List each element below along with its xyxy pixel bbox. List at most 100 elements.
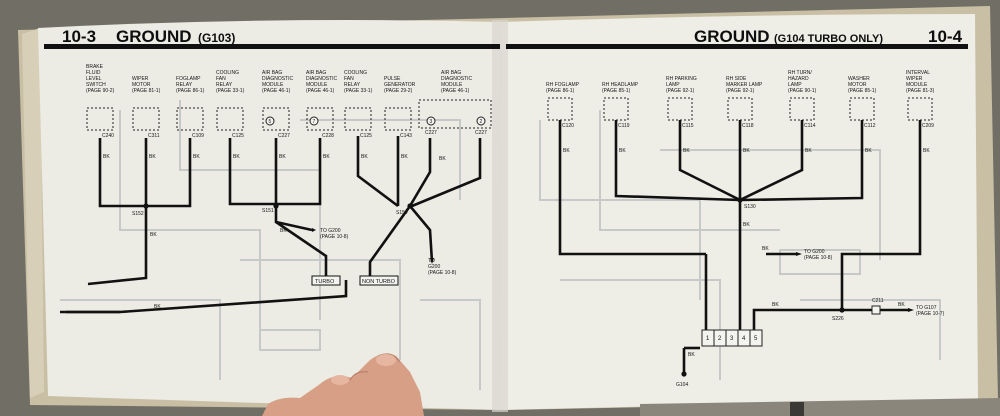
component-box [216,107,244,131]
wire-color-label: BK [150,232,157,238]
component-box [176,107,204,131]
right-page-title: GROUND [694,27,770,46]
wire-color-label: BK [743,148,750,154]
connector-label: C114 [804,123,816,129]
non-turbo-option-label: NON TURBO [362,279,396,285]
component-label: MARKER LAMP [726,82,763,88]
connector-label: C120 [562,123,574,129]
turbo-option-box [311,275,341,286]
component-label: (PAGE 46-1) [441,88,470,94]
wire-color-label: BK [233,154,240,160]
left-wire-labels: BK BK BK [150,228,287,310]
pin-marker [265,116,275,126]
component-label: LAMP [788,82,802,88]
right-page-bleedthrough [539,110,941,380]
left-splices: S152 S151 S154 [132,203,413,217]
connector-label: C118 [742,123,754,129]
splice-s151-dot [273,203,279,209]
c211-connector [871,305,881,315]
component-label: (PAGE 90-2) [86,88,115,94]
terminal-pin-number: 1 [706,336,710,342]
component-label: HAZARD [788,76,809,82]
component-box [306,107,334,131]
component-label: (PAGE 46-1) [262,88,291,94]
wire-color-label: BK [772,302,779,308]
connector-label: C119 [618,123,630,129]
right-header-rule [506,44,968,49]
wire-color-label: BK [154,304,161,310]
component-label: WIPER [132,76,149,82]
wire-color-label: BK [688,352,695,358]
pin-number: 5 [269,119,272,125]
wire-color-label: BK [193,154,200,160]
splice-label: S152 [132,211,144,217]
component-label: MOTOR [848,82,867,88]
component-label: AIR BAG [262,70,282,76]
pin-number: 7 [313,119,316,125]
right-page-title-code: (G104 TURBO ONLY) [774,33,883,45]
component-label: (PAGE 86-1) [176,88,205,94]
option-boxes: TURBO NON TURBO [311,275,399,286]
component-label: SWITCH [86,82,106,88]
to-ground-page: (PAGE 10-7) [916,311,945,317]
left-page-number: 10-3 [62,27,96,46]
wire-color-label: BK [743,222,750,228]
component-label: AIR BAG [306,70,326,76]
wire-color-label: BK [923,148,930,154]
connector-label: C125 [360,133,372,139]
connector-label: C227 [425,130,437,136]
left-page-bleedthrough [60,100,481,390]
connector-label: C228 [322,133,334,139]
right-wire-labels: BK BK BK BK BK [688,222,905,358]
connector-label: C125 [232,133,244,139]
pin-number: 2 [480,119,483,125]
component-box [384,107,412,131]
left-header: 10-3 GROUND (G103) [44,27,500,49]
non-turbo-option-box [359,275,399,286]
terminal-pin-number: 2 [718,336,722,342]
component-box [344,107,372,131]
terminal-pin-number: 3 [730,336,734,342]
component-label: RELAY [216,82,233,88]
wire-color-label: BK [762,246,769,252]
left-page-title-code: (G103) [198,31,235,45]
right-wiring [558,120,922,372]
terminal-pin-number: 5 [754,336,758,342]
wire-color-label: BK [683,148,690,154]
wire-color-label: BK [103,154,110,160]
to-ground-page: (PAGE 10-8) [428,270,457,276]
to-ground-label: TO G200 [320,228,341,234]
component-label: BRAKE [86,64,104,70]
connector-label: C311 [148,133,160,139]
component-label: GENERATOR [384,82,416,88]
component-label: MODULE [306,82,328,88]
component-box [132,107,160,131]
component-label: (PAGE 92-1) [726,88,755,94]
wire-color-label: BK [439,156,446,162]
pin-number: 3 [430,119,433,125]
component-box [262,107,290,131]
component-box [86,107,114,131]
component-label: WASHER [848,76,870,82]
right-header: GROUND (G104 TURBO ONLY) 10-4 [506,27,968,49]
component-label: (PAGE 92-1) [666,88,695,94]
connector-label: C115 [682,123,694,129]
component-label: (PAGE 33-1) [216,88,245,94]
to-ground-page: (PAGE 10-8) [320,234,349,240]
component-label: FOGLAMP [176,76,201,82]
left-page-title: GROUND [116,27,192,46]
component-label: (PAGE 86-1) [546,88,575,94]
wire-color-label: BK [361,154,368,160]
component-label: MODULE [441,82,463,88]
component-box [418,99,492,129]
connector-label: C227 [278,133,290,139]
splice-label: S130 [744,204,756,210]
splice-label: S154 [396,210,408,216]
right-page-number: 10-4 [928,27,963,46]
wire-color-label: BK [323,154,330,160]
component-label: RH FOGLAMP [546,82,580,88]
component-label: COOLING [344,70,367,76]
right-splices: S130 S226 [737,197,845,322]
connector-label: C227 [475,130,487,136]
